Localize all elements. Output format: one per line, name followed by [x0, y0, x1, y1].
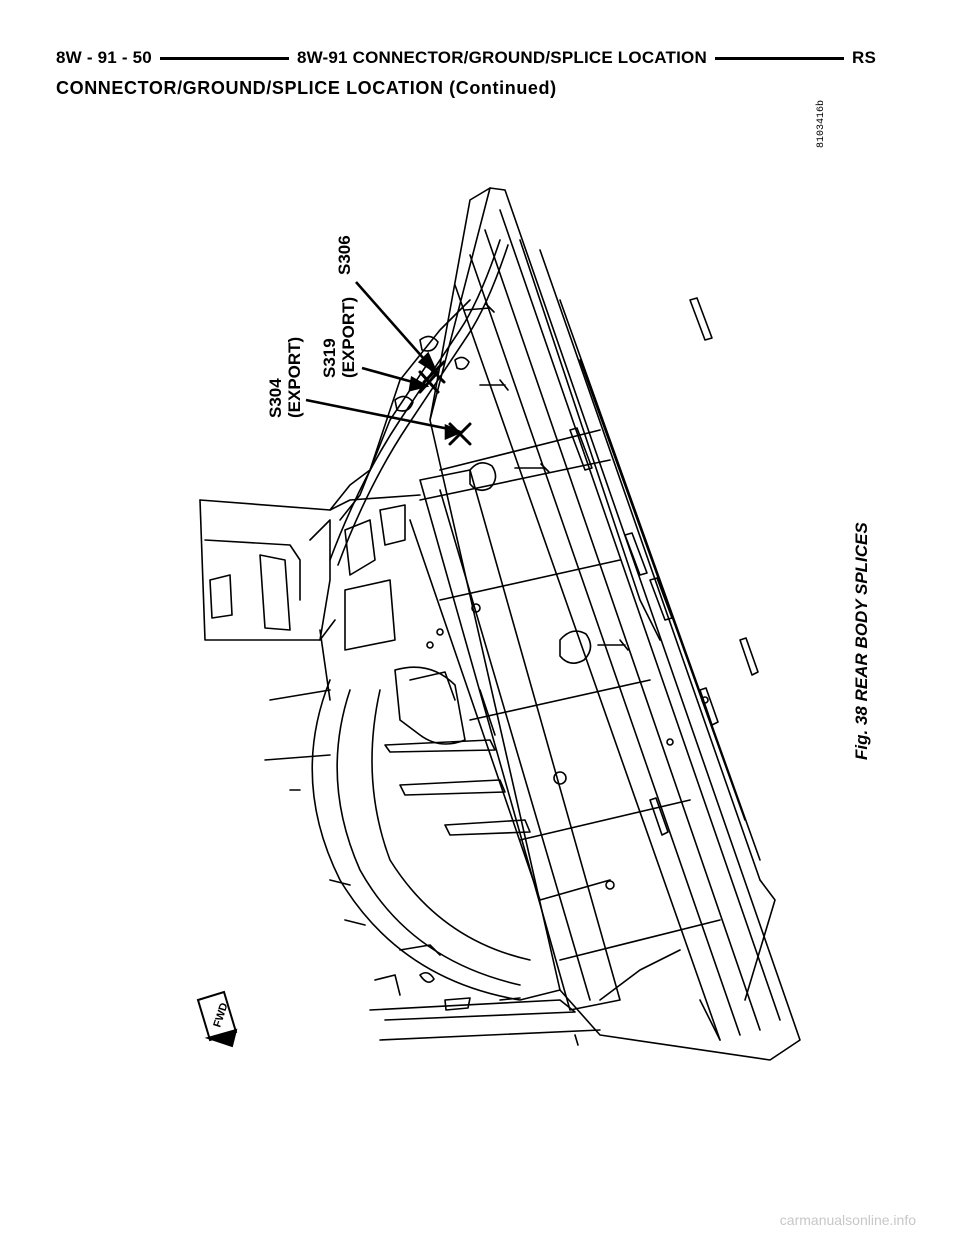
figure-caption: Fig. 38 REAR BODY SPLICES	[852, 522, 871, 760]
callout-s319: S319 (EXPORT)	[320, 297, 358, 378]
figure-id: 8103416b	[816, 99, 827, 148]
header-rule-right	[714, 56, 844, 60]
callout-s304-text: S304	[266, 378, 285, 418]
header-title: 8W-91 CONNECTOR/GROUND/SPLICE LOCATION	[296, 48, 707, 67]
forward-direction-arrow	[196, 990, 238, 1048]
watermark: carmanualsonline.info	[779, 1212, 916, 1228]
wheelhouse-outline	[311, 679, 561, 1001]
section-subheading: CONNECTOR/GROUND/SPLICE LOCATION (Contin…	[56, 78, 557, 98]
callout-s306-text: S306	[335, 235, 354, 275]
floor-panel-outline	[429, 187, 801, 1061]
callout-s304-sub: (EXPORT)	[285, 336, 304, 418]
header-page-number: 8W - 91 - 50	[56, 48, 152, 67]
header-rule-left	[159, 56, 289, 60]
callout-s304: S304 (EXPORT)	[266, 337, 304, 418]
header-model-code: RS	[851, 48, 876, 67]
callout-s319-text: S319	[320, 338, 339, 378]
callout-s319-sub: (EXPORT)	[339, 296, 358, 378]
page-header: 8W - 91 - 50 8W-91 CONNECTOR/GROUND/SPLI…	[56, 46, 876, 70]
callout-s306: S306	[335, 235, 354, 275]
